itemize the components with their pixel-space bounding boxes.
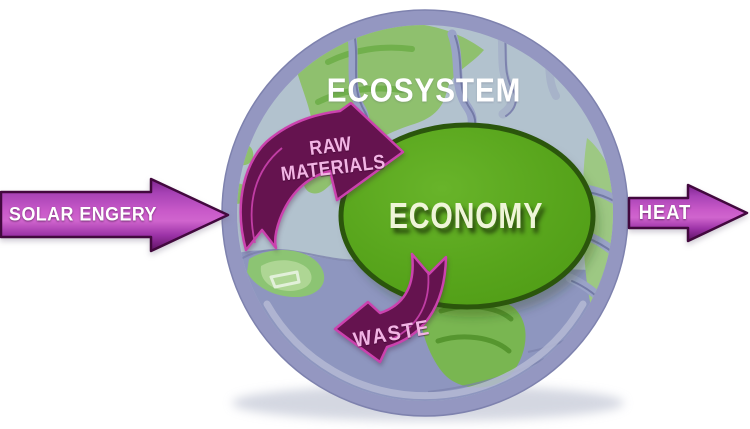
continent-bottom-stripe <box>435 334 512 354</box>
solar-energy-label: SOLAR ENGERY <box>9 204 157 226</box>
economy-label: ECONOMY <box>388 195 544 236</box>
island-glyph <box>269 270 301 289</box>
ecosystem-label: ECOSYSTEM <box>326 71 522 109</box>
heat-arrow <box>627 183 749 243</box>
raw-materials-arrow-fold-line <box>250 147 283 244</box>
raw-materials-arrow <box>239 101 405 252</box>
economy-ellipse <box>338 122 596 310</box>
waste-arrow-fold-line <box>391 270 430 340</box>
heat-label: HEAT <box>638 202 692 224</box>
solar-energy-arrow <box>0 177 230 253</box>
rim-highlight-arc <box>263 300 587 400</box>
waste-arrow <box>333 252 448 364</box>
continent-top-stripe <box>325 44 415 65</box>
